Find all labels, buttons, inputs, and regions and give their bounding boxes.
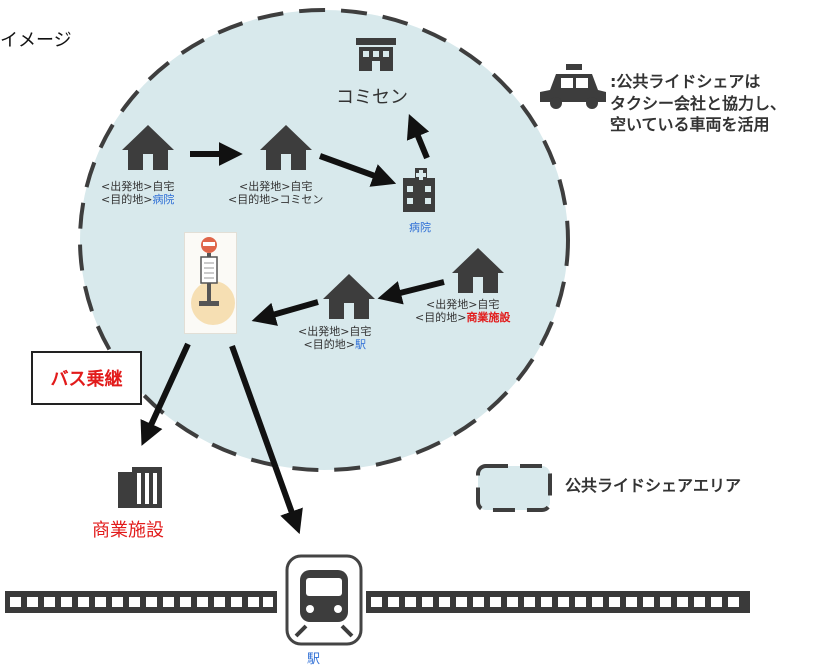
rideshare-area-circle (78, 8, 570, 472)
taxi-icon (540, 64, 606, 109)
railway-track (5, 591, 750, 613)
bus-stop-card (184, 232, 237, 334)
hospital-label: 病院 (409, 221, 431, 234)
taxi-legend-text: :公共ライドシェアは タクシー会社と協力し、 空いている車両を活用 (610, 71, 786, 136)
commercial-building-icon (118, 467, 162, 508)
trip-1-origin: <出発地>自宅 (101, 180, 175, 193)
arrow-house3-to-house4 (377, 279, 445, 305)
taxi-legend-line-3: 空いている車両を活用 (610, 115, 770, 135)
hospital-icon (403, 168, 435, 212)
bus-transfer-label: バス乗継 (50, 369, 123, 390)
area-legend-swatch (476, 464, 552, 512)
taxi-legend-line-2: タクシー会社と協力し、 (610, 93, 787, 113)
title-fragment: イメージ (0, 30, 72, 51)
trip-1-dest: 病院 (152, 193, 175, 207)
bus-transfer-box: バス乗継 (31, 351, 142, 405)
trip-3-origin: <出発地>自宅 (426, 298, 500, 311)
trip-4-dest: 駅 (354, 338, 366, 352)
train-icon (285, 554, 363, 646)
arrow-house4-to-busstop (251, 299, 319, 326)
area-legend-text: 公共ライドシェアエリア (565, 476, 742, 495)
house-icon-3 (452, 248, 504, 293)
house-icon-4 (323, 274, 375, 319)
trip-3-label: <出発地>自宅 <目的地>商業施設 (415, 298, 510, 324)
community-center-icon (356, 38, 396, 71)
trip-1-label: <出発地>自宅 <目的地>病院 (101, 180, 174, 206)
trip-2-dest: コミセン (279, 193, 324, 207)
arrow-hospital-to-commisen (406, 114, 430, 160)
taxi-legend-line-1: :公共ライドシェアは (610, 72, 761, 91)
trip-2-dest-prefix: <目的地> (228, 193, 280, 207)
trip-3-dest-prefix: <目的地> (415, 311, 467, 325)
trip-4-label: <出発地>自宅 <目的地>駅 (298, 325, 371, 351)
bus-stop-icon (191, 237, 235, 325)
trip-arrows (140, 114, 445, 535)
trip-4-origin: <出発地>自宅 (298, 325, 372, 338)
trip-3-dest: 商業施設 (466, 311, 511, 325)
arrow-busstop-to-station (229, 344, 303, 535)
commercial-facility-label: 商業施設 (92, 520, 164, 541)
trip-1-dest-prefix: <目的地> (101, 193, 153, 207)
trip-4-dest-prefix: <目的地> (303, 338, 355, 352)
house-icon-2 (260, 125, 312, 170)
house-icon-1 (122, 125, 174, 170)
arrow-busstop-to-commercial (140, 342, 191, 446)
station-label: 駅 (307, 652, 321, 667)
community-center-label: コミセン (336, 87, 408, 108)
arrow-house2-to-hospital (318, 153, 397, 187)
trip-2-origin: <出発地>自宅 (239, 180, 313, 193)
trip-2-label: <出発地>自宅 <目的地>コミセン (228, 180, 323, 206)
